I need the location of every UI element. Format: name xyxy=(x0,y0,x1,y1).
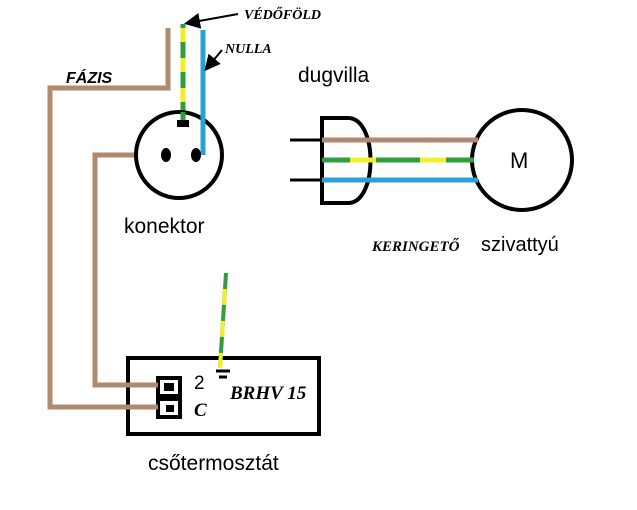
nulla-arrow xyxy=(204,49,223,72)
label-szivattyu: szivattyú xyxy=(481,234,559,256)
thermostat-terminal-c-core xyxy=(166,405,174,412)
label-vedofold: VÉDŐFÖLD xyxy=(244,6,321,23)
label-konektor: konektor xyxy=(124,215,205,238)
label-terminal-2: 2 xyxy=(194,373,205,394)
socket-pin-left xyxy=(161,148,171,162)
label-dugvilla: dugvilla xyxy=(298,64,370,87)
thermostat-terminal-2-core xyxy=(164,383,174,391)
socket-earth-clip xyxy=(177,120,189,127)
socket-pin-right xyxy=(191,148,201,162)
label-thermostat-model: BRHV 15 xyxy=(229,383,307,404)
motor-symbol: M xyxy=(510,148,528,173)
label-fazis: FÁZIS xyxy=(66,68,113,87)
label-terminal-c: C xyxy=(194,400,207,421)
vedofold-arrow xyxy=(184,13,239,29)
thermostat-earth-green xyxy=(218,272,228,369)
label-nulla: NULLA xyxy=(224,42,272,57)
label-keringeto: KERINGETŐ xyxy=(371,238,460,255)
label-thermostat: csőtermosztát xyxy=(148,452,279,475)
